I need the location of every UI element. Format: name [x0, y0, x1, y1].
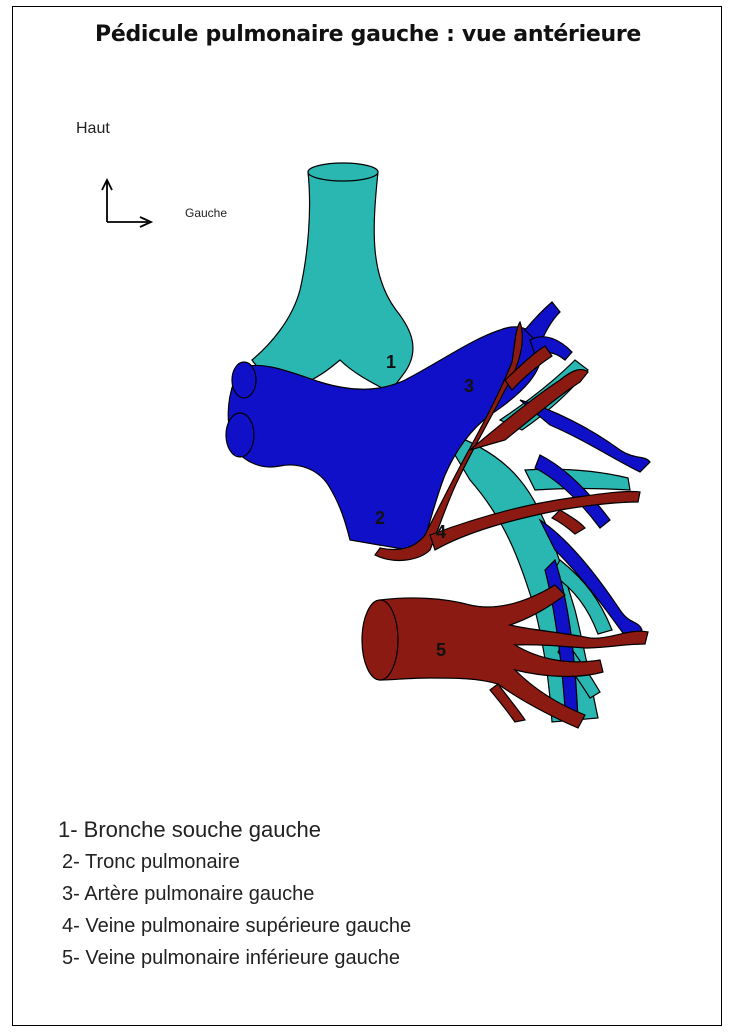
- legend: 1- Bronche souche gauche 2- Tronc pulmon…: [58, 814, 411, 974]
- legend-item-2: 2- Tronc pulmonaire: [62, 846, 411, 878]
- marker-3: 3: [464, 376, 474, 396]
- orientation-arrows: [102, 180, 151, 227]
- legend-item-5: 5- Veine pulmonaire inférieure gauche: [62, 942, 411, 974]
- marker-4: 4: [436, 522, 446, 542]
- legend-item-3: 3- Artère pulmonaire gauche: [62, 878, 411, 910]
- legend-item-4: 4- Veine pulmonaire supérieure gauche: [62, 910, 411, 942]
- marker-2: 2: [375, 508, 385, 528]
- legend-item-1: 1- Bronche souche gauche: [58, 814, 411, 846]
- marker-1: 1: [386, 352, 396, 372]
- marker-5: 5: [436, 640, 446, 660]
